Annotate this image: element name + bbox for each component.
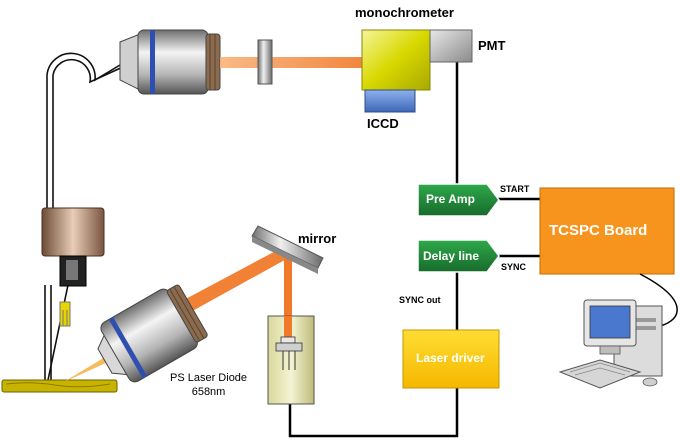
delay-line-box xyxy=(417,239,500,273)
driver-to-laser-wire xyxy=(288,388,459,438)
pre-amp-label: Pre Amp xyxy=(426,192,475,206)
iccd-label: ICCD xyxy=(367,116,399,131)
delay-line-label: Delay line xyxy=(423,249,480,263)
laser-driver-box xyxy=(402,329,500,389)
sync-out-label: SYNC out xyxy=(399,295,441,305)
laser-diode-label-line1: PS Laser Diode xyxy=(170,372,248,384)
laser-diode xyxy=(267,315,315,405)
beam-filter xyxy=(257,39,273,85)
tcspc-board-box xyxy=(539,187,675,275)
pre-amp-box xyxy=(417,183,500,217)
monochrometer-label: monochrometer xyxy=(355,5,454,20)
tcspc-board-label: TCSPC Board xyxy=(549,222,648,239)
laser-vertical-beam xyxy=(284,250,292,338)
fiber-coupler xyxy=(41,207,105,327)
collected-light-beam xyxy=(220,57,362,68)
mirror xyxy=(251,225,324,274)
iccd-box xyxy=(364,89,416,113)
pmt-box xyxy=(429,29,473,63)
start-label: START xyxy=(500,184,530,194)
pmt-label: PMT xyxy=(478,38,506,53)
laser-diode-label-line2: 658nm xyxy=(191,386,226,398)
lower-objective-lens xyxy=(97,284,208,383)
upper-objective-lens xyxy=(119,29,221,95)
sync-label: SYNC xyxy=(501,262,527,272)
optical-fiber xyxy=(44,52,126,381)
laser-diode-label: PS Laser Diode 658nm xyxy=(170,371,247,399)
laser-driver-label: Laser driver xyxy=(416,351,485,365)
mirror-label: mirror xyxy=(298,231,337,246)
desktop-computer-icon xyxy=(558,273,678,389)
monochrometer-box xyxy=(361,29,431,91)
